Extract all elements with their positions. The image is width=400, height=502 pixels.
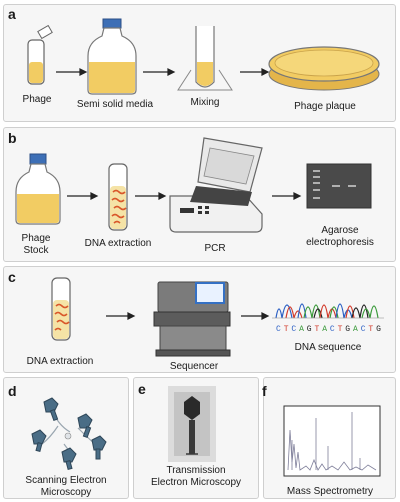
sequence-letter: C	[361, 325, 366, 334]
sequence-letter: T	[338, 325, 343, 334]
agarose-gel-icon	[306, 163, 372, 209]
sequence-letter: T	[284, 325, 289, 334]
arrow-icon	[143, 68, 176, 76]
label-phage-stock-2: Stock	[23, 245, 49, 256]
mixing-flask-icon	[177, 26, 233, 91]
label-dna-extraction-c: DNA extraction	[26, 356, 94, 367]
sequence-letter: A	[299, 325, 304, 334]
sequence-letter: C	[276, 325, 281, 334]
sequence-letter: T	[315, 325, 320, 334]
dna-extraction-tube-icon	[108, 163, 128, 231]
dna-tube-icon	[51, 277, 71, 341]
mass-spectrum-icon	[283, 405, 381, 477]
label-dna-extraction-b: DNA extraction	[84, 238, 152, 249]
sequence-letter: C	[330, 325, 335, 334]
arrow-icon	[135, 192, 167, 200]
label-phage-plaque: Phage plaque	[294, 101, 356, 112]
label-semi-solid-media: Semi solid media	[76, 99, 154, 110]
label-agarose-2: electrophoresis	[306, 237, 374, 248]
label-tem-2: Electron Microscopy	[150, 477, 242, 488]
panel-b-art	[15, 137, 372, 233]
sequence-letter: A	[322, 325, 327, 334]
arrow-icon	[241, 312, 270, 320]
label-dna-sequence: DNA sequence	[294, 342, 362, 353]
label-phage-stock-1: Phage	[21, 233, 51, 244]
panel-f-letter: f	[262, 383, 267, 399]
sequencer-icon	[153, 281, 231, 357]
media-bottle-icon	[87, 18, 137, 95]
sequence-letter: G	[376, 325, 381, 334]
sequence-letter: G	[307, 325, 312, 334]
arrow-icon	[106, 312, 136, 320]
sequence-letter: C	[291, 325, 296, 334]
label-mixing: Mixing	[190, 97, 220, 108]
pcr-machine-icon	[169, 137, 263, 233]
arrow-icon	[240, 68, 270, 76]
arrow-icon	[272, 192, 302, 200]
label-sem-2: Microscopy	[40, 487, 92, 498]
label-sem-1: Scanning Electron	[25, 475, 107, 486]
label-tem-1: Transmission	[166, 465, 226, 476]
label-agarose-1: Agarose	[321, 225, 359, 236]
panel-c-letter: c	[8, 269, 16, 285]
sequence-letter: T	[368, 325, 373, 334]
panel-a-art	[27, 18, 380, 95]
chromatogram-icon	[272, 303, 384, 319]
sequence-letter: G	[345, 325, 350, 334]
panel-a-letter: a	[8, 6, 16, 22]
phage-tube-icon	[27, 24, 53, 85]
phage-stock-bottle-icon	[15, 153, 61, 225]
label-sequencer: Sequencer	[169, 361, 219, 372]
sem-phage-icon	[31, 397, 107, 470]
arrow-icon	[56, 68, 88, 76]
arrow-icon	[67, 192, 99, 200]
panel-e-letter: e	[138, 381, 146, 397]
petri-dish-icon	[268, 46, 380, 91]
label-pcr: PCR	[204, 243, 226, 254]
panel-b-letter: b	[8, 130, 17, 146]
sequence-letter: A	[353, 325, 358, 334]
tem-phage-icon	[168, 386, 216, 462]
label-ms: Mass Spectrometry	[286, 486, 374, 497]
label-phage: Phage	[22, 94, 52, 105]
panel-d-letter: d	[8, 383, 17, 399]
